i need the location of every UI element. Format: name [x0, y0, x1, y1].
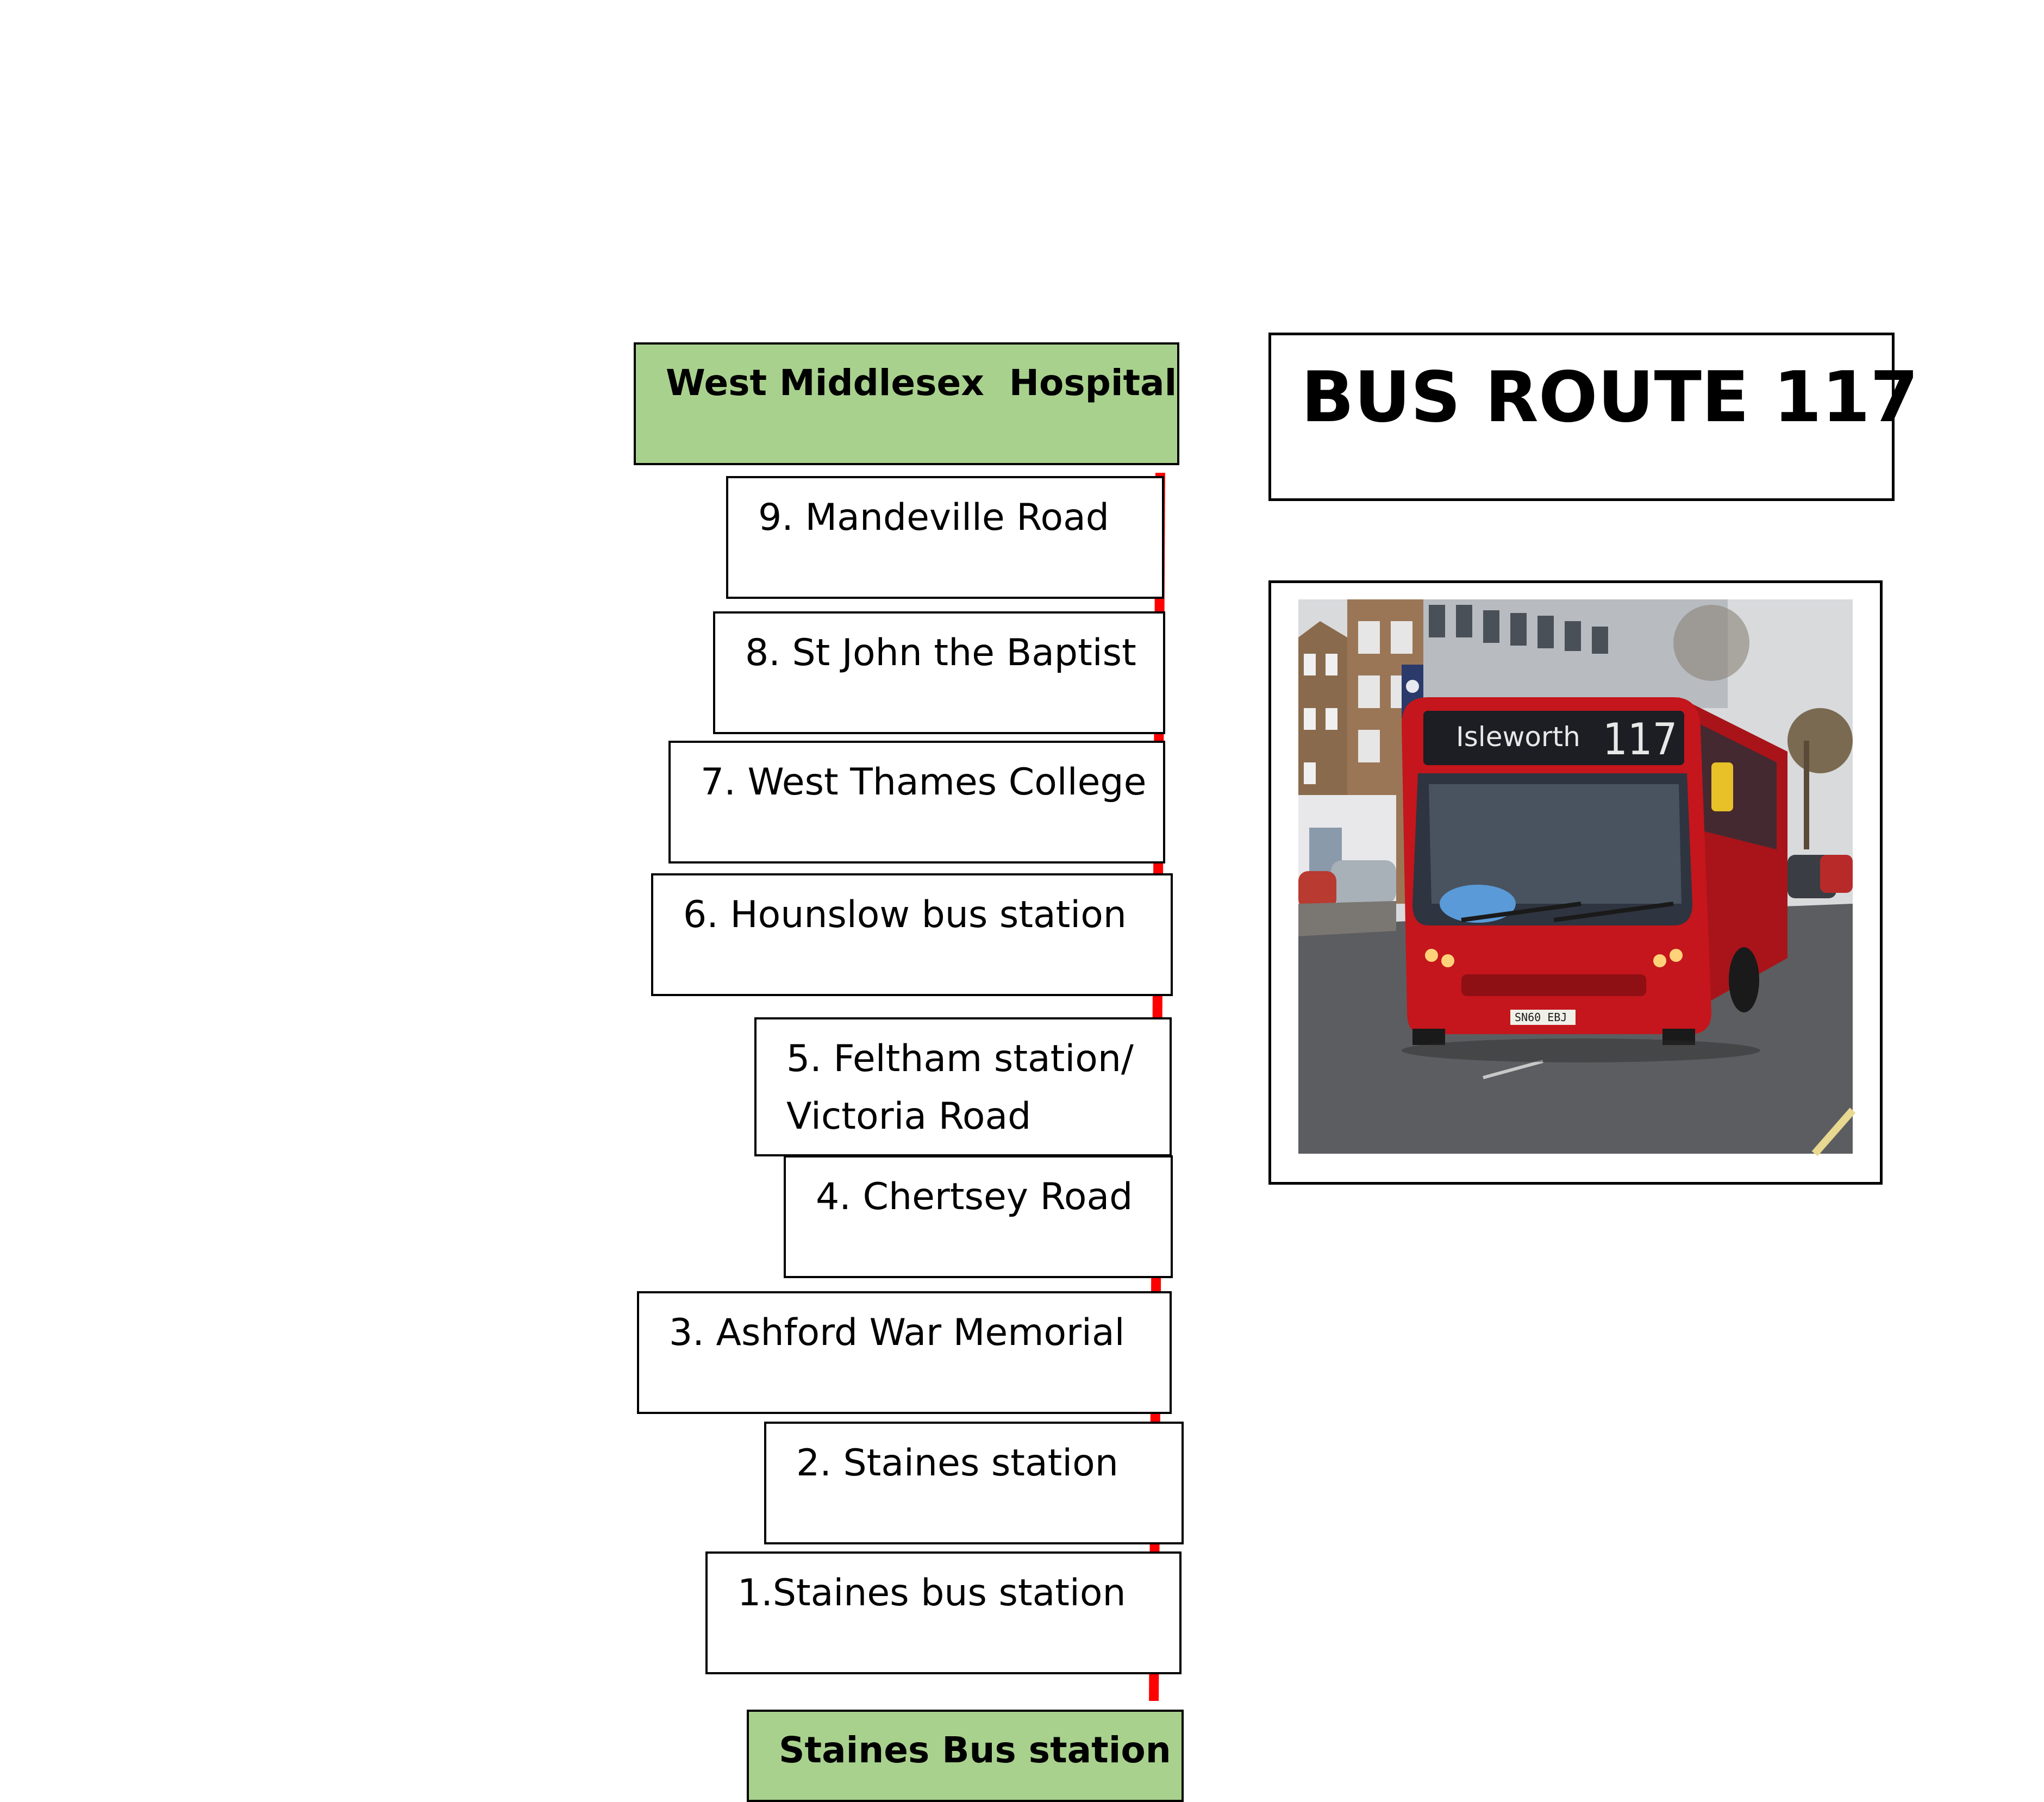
terminal-label: West Middlesex Hospital: [666, 362, 1177, 404]
bus-destination-sign: Isleworth: [1456, 721, 1580, 753]
stop-label: 4. Chertsey Road: [816, 1175, 1133, 1218]
stop-label: 8. St John the Baptist: [745, 631, 1136, 674]
stop-6: 6. Hounslow bus station: [651, 873, 1173, 996]
stop-label: 9. Mandeville Road: [758, 496, 1109, 539]
stop-4: 4. Chertsey Road: [784, 1155, 1173, 1278]
stop-2: 2. Staines station: [764, 1422, 1184, 1544]
stop-label: 1.Staines bus station: [737, 1572, 1126, 1615]
route-title: BUS ROUTE 117: [1268, 333, 1918, 501]
bus-route-number: 117: [1603, 714, 1677, 765]
stop-label: 6. Hounslow bus station: [683, 893, 1127, 936]
bus-photo-frame: Isleworth 117 SN60 EBJ: [1268, 580, 1883, 1185]
route-title-text: BUS ROUTE 117: [1301, 357, 1919, 438]
stop-label: 7. West Thames College: [701, 761, 1147, 804]
stop-7: 7. West Thames College: [668, 741, 1165, 864]
stop-9: 9. Mandeville Road: [726, 476, 1164, 599]
bus-photo: Isleworth 117 SN60 EBJ: [1298, 599, 1856, 1156]
stop-label: 3. Ashford War Memorial: [669, 1311, 1125, 1354]
stop-1: 1.Staines bus station: [705, 1551, 1182, 1674]
stop-label-line-1: 5. Feltham station/: [786, 1037, 1134, 1080]
stop-8: 8. St John the Baptist: [713, 611, 1165, 734]
bus-plate: SN60 EBJ: [1515, 1011, 1567, 1024]
stop-label: 2. Staines station: [796, 1442, 1118, 1485]
terminal-west-middlesex-hospital: West Middlesex Hospital: [634, 342, 1179, 465]
terminal-staines-bus-station: Staines Bus station: [747, 1710, 1184, 1802]
terminal-label: Staines Bus station: [779, 1729, 1171, 1771]
stop-5: 5. Feltham station/ Victoria Road: [754, 1017, 1172, 1156]
stop-3: 3. Ashford War Memorial: [637, 1291, 1172, 1414]
stop-label-line-2: Victoria Road: [786, 1095, 1032, 1138]
